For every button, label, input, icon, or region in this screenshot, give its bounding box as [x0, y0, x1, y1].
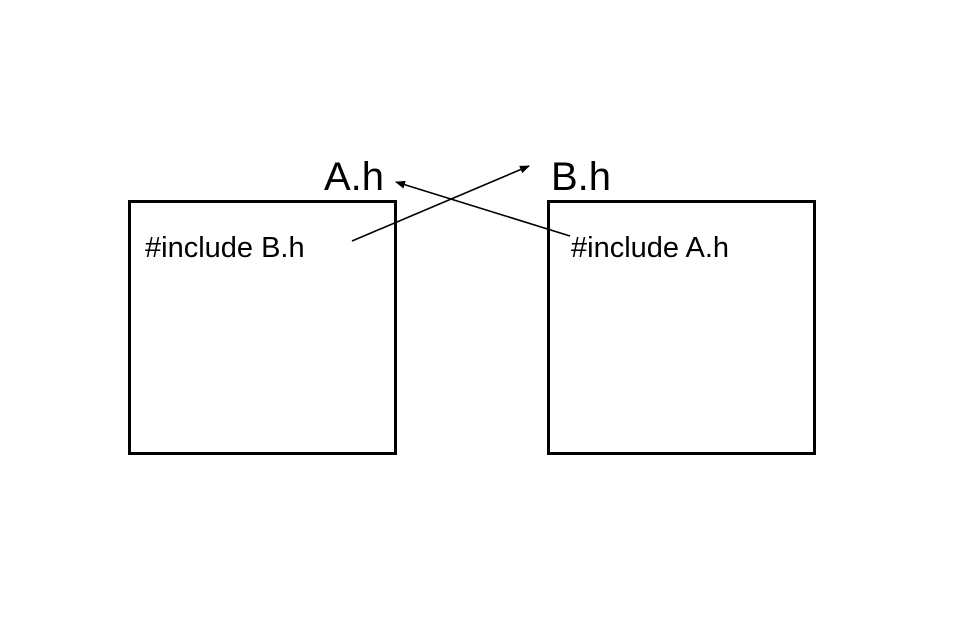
- include-directive-a: #include B.h: [145, 232, 305, 264]
- file-box-a: [128, 200, 397, 455]
- arrow-b-includes-a: [395, 180, 571, 237]
- file-title-a: A.h: [324, 155, 385, 199]
- include-directive-b: #include A.h: [571, 232, 730, 264]
- file-box-b: [547, 200, 816, 455]
- file-title-b: B.h: [551, 155, 612, 199]
